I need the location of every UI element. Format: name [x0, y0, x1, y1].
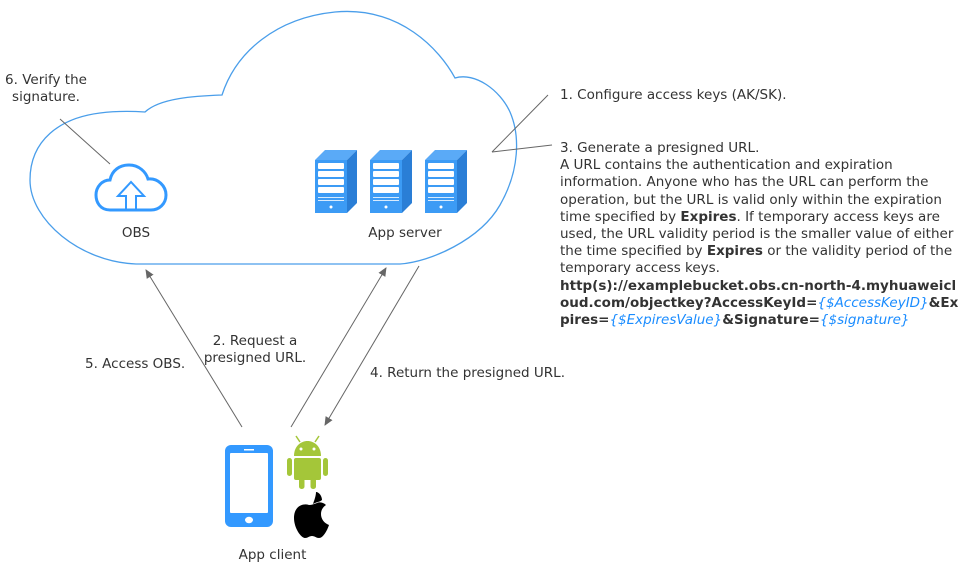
step6-line2: signature.	[12, 89, 80, 105]
expires-value-variable: {$ExpiresValue}	[609, 312, 723, 329]
app-server-label: App server	[368, 225, 442, 241]
server-tower	[425, 150, 467, 213]
step1-label: 1. Configure access keys (AK/SK).	[560, 87, 787, 103]
step3-description: 3. Generate a presigned URL. A URL conta…	[560, 140, 960, 329]
expires-keyword: Expires	[680, 208, 737, 225]
leader-line-step3	[491, 144, 553, 153]
step6-label: 6. Verify the signature.	[0, 72, 92, 106]
cloud-boundary	[29, 10, 518, 265]
step2-line2: presigned URL.	[203, 350, 307, 366]
step2-line1: 2. Request a	[212, 333, 298, 349]
app-client-label: App client	[238, 547, 307, 563]
presigned-url-template: http(s)://examplebucket.obs.cn-north-4.m…	[560, 277, 959, 329]
smartphone-icon	[225, 445, 273, 527]
leader-line-step1	[491, 94, 549, 153]
expires-keyword: Expires	[706, 243, 763, 260]
arrow-step5-access-obs	[145, 269, 243, 428]
apple-icon	[294, 492, 329, 538]
step3-body: A URL contains the authentication and ex…	[560, 157, 954, 277]
step4-label: 4. Return the presigned URL.	[370, 365, 565, 381]
leader-line-step6	[59, 118, 111, 165]
obs-label: OBS	[121, 225, 151, 241]
server-tower	[370, 150, 412, 213]
step2-label: 2. Request a presigned URL.	[200, 333, 310, 367]
android-icon	[287, 435, 328, 489]
access-key-id-variable: {$AccessKeyID}	[817, 294, 929, 311]
step5-label: 5. Access OBS.	[85, 356, 186, 372]
cloud-upload-icon	[94, 163, 168, 212]
server-tower	[315, 150, 357, 213]
arrow-step4-return-url	[324, 265, 420, 426]
arrow-step2-request-url	[290, 267, 387, 428]
signature-variable: {$signature}	[819, 312, 910, 329]
step6-line1: 6. Verify the	[5, 72, 87, 88]
server-rack-icon	[315, 150, 467, 213]
step3-title: 3. Generate a presigned URL.	[560, 140, 760, 156]
